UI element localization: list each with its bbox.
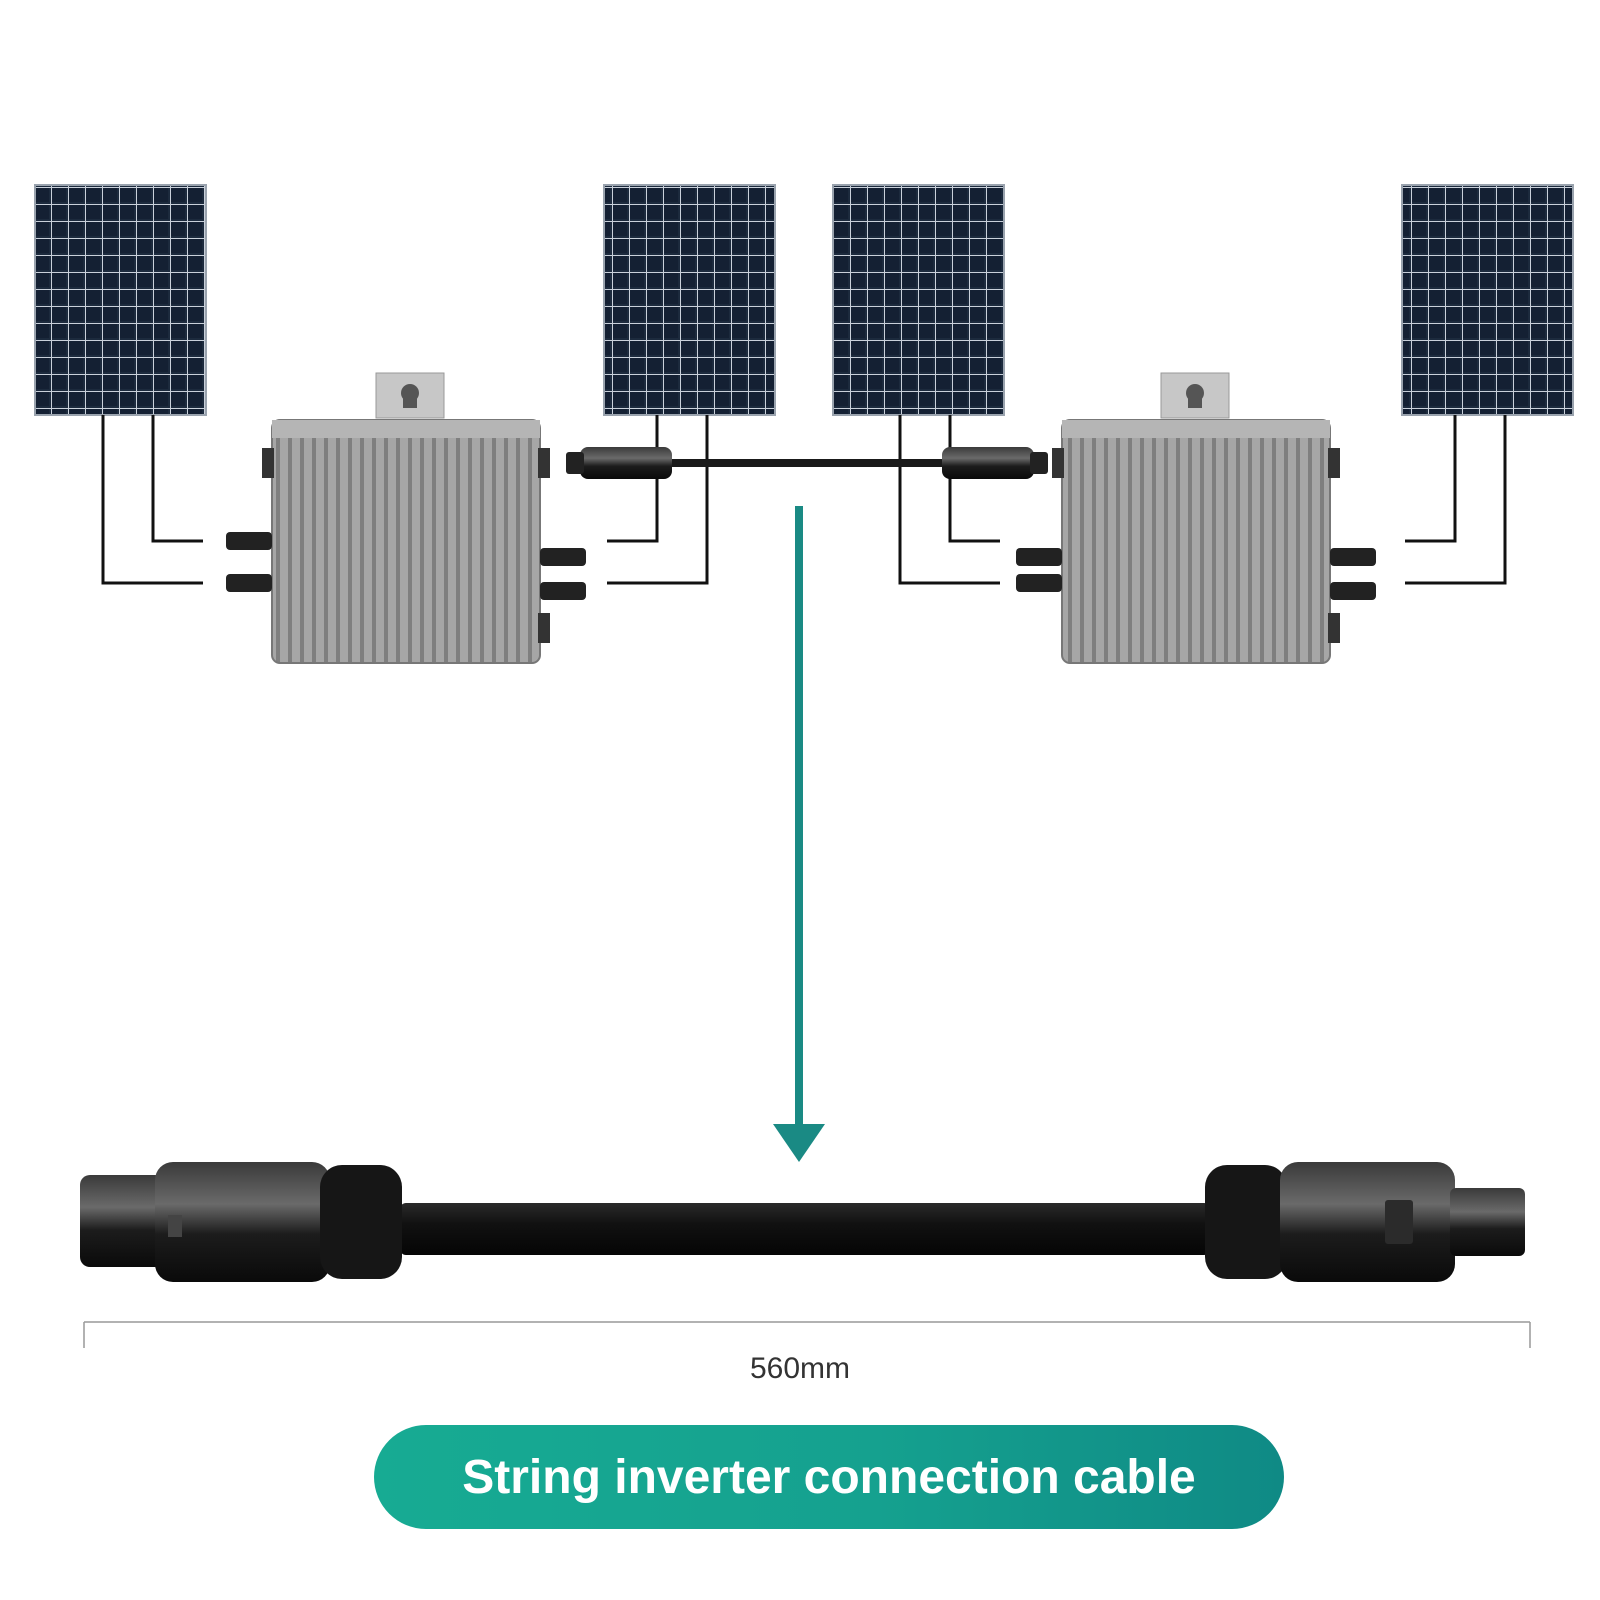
- microinverter-2: [1016, 372, 1376, 664]
- caption-text: String inverter connection cable: [462, 1450, 1196, 1504]
- solar-panel-2: [603, 184, 776, 416]
- solar-panel-4: [1401, 184, 1574, 416]
- dimension-line: [83, 1321, 1531, 1348]
- solar-panel-1: [34, 184, 207, 416]
- inverter-link-cable: [566, 447, 1048, 479]
- connection-cable: [80, 1162, 1525, 1282]
- dimension-label: 560mm: [749, 1352, 851, 1385]
- down-arrow-icon: [773, 506, 825, 1162]
- microinverter-1: [226, 372, 586, 664]
- panel-wiring: [101, 415, 1507, 585]
- caption-pill: String inverter connection cable: [374, 1425, 1284, 1529]
- solar-panel-3: [832, 184, 1005, 416]
